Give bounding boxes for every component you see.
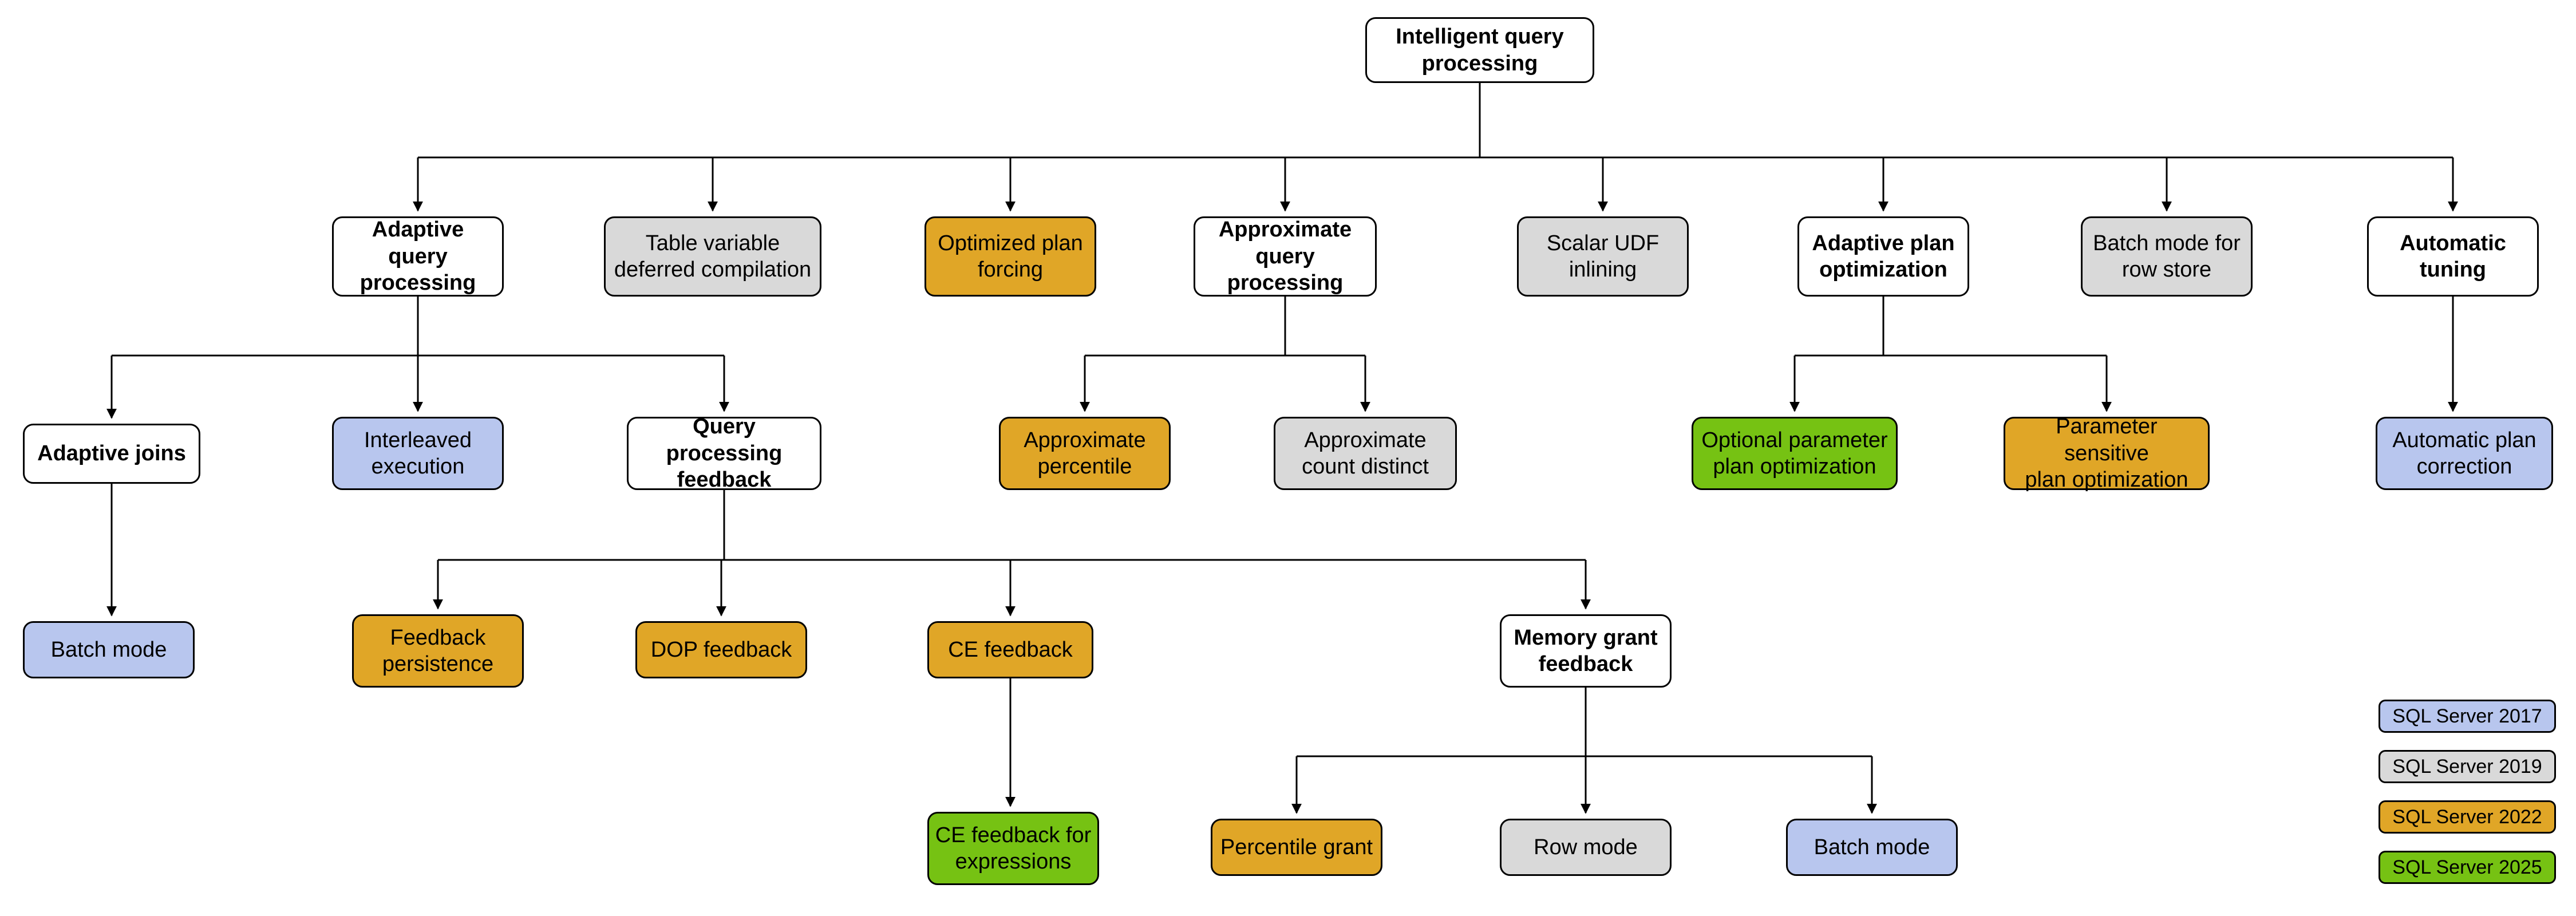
legend-item-sql-server-2017: SQL Server 2017 — [2379, 700, 2556, 733]
legend-item-sql-server-2022: SQL Server 2022 — [2379, 800, 2556, 834]
node-opf[interactable]: Optimized plan forcing — [924, 216, 1096, 297]
legend-item-sql-server-2019: SQL Server 2019 — [2379, 750, 2556, 783]
node-apc[interactable]: Automatic plan correction — [2376, 417, 2553, 490]
node-sudf[interactable]: Scalar UDF inlining — [1517, 216, 1689, 297]
node-aj[interactable]: Adaptive joins — [23, 424, 200, 484]
node-pg[interactable]: Percentile grant — [1211, 819, 1382, 876]
node-ie[interactable]: Interleaved execution — [332, 417, 504, 490]
legend-item-sql-server-2025: SQL Server 2025 — [2379, 851, 2556, 884]
node-at[interactable]: Automatic tuning — [2367, 216, 2539, 297]
node-mgf[interactable]: Memory grant feedback — [1500, 614, 1672, 688]
node-pspo[interactable]: Parameter sensitive plan optimization — [2004, 414, 2210, 492]
node-acd[interactable]: Approximate count distinct — [1274, 417, 1457, 490]
node-bm1[interactable]: Batch mode — [23, 621, 195, 678]
node-fp[interactable]: Feedback persistence — [352, 614, 524, 688]
node-cef[interactable]: CE feedback — [927, 621, 1093, 678]
node-qpf[interactable]: Query processing feedback — [627, 414, 821, 492]
node-rm[interactable]: Row mode — [1500, 819, 1672, 876]
node-oppo[interactable]: Optional parameter plan optimization — [1692, 417, 1898, 490]
node-bmrs[interactable]: Batch mode for row store — [2081, 216, 2253, 297]
node-dopf[interactable]: DOP feedback — [635, 621, 807, 678]
node-bm2[interactable]: Batch mode — [1786, 819, 1958, 876]
node-cefe[interactable]: CE feedback for expressions — [927, 812, 1099, 885]
node-aqpp[interactable]: Approximate query processing — [1194, 216, 1377, 297]
node-root[interactable]: Intelligent query processing — [1365, 17, 1594, 83]
node-tvdc[interactable]: Table variable deferred compilation — [604, 216, 821, 297]
node-apo[interactable]: Adaptive plan optimization — [1797, 216, 1969, 297]
node-aqp[interactable]: Adaptive query processing — [332, 216, 504, 297]
node-ap[interactable]: Approximate percentile — [999, 417, 1171, 490]
